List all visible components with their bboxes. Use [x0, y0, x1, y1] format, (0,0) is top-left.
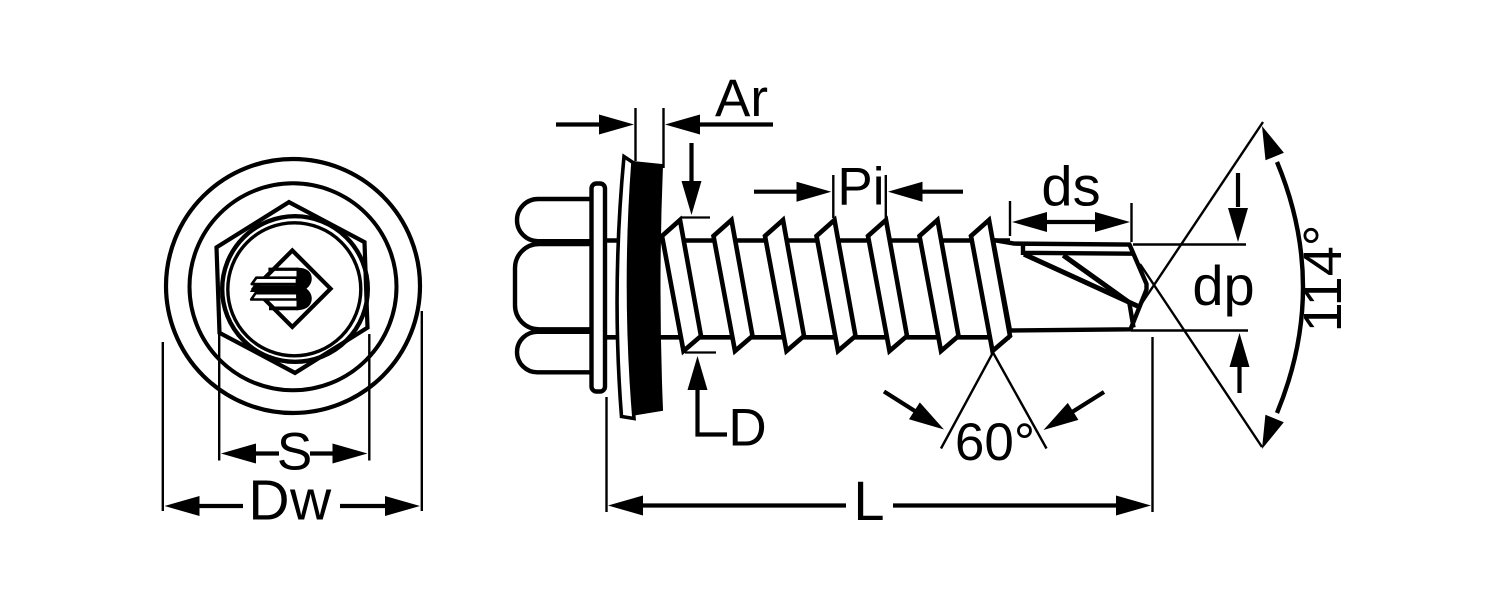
svg-text:D: D	[728, 399, 766, 458]
svg-text:S: S	[277, 423, 312, 482]
svg-text:Dw: Dw	[248, 469, 332, 533]
svg-text:Pi: Pi	[837, 158, 884, 217]
svg-text:ds: ds	[1041, 155, 1100, 218]
svg-text:114°: 114°	[1293, 225, 1353, 333]
svg-text:Ar: Ar	[715, 69, 768, 128]
svg-text:L: L	[853, 469, 884, 532]
svg-text:dp: dp	[1192, 254, 1254, 317]
svg-text:60°: 60°	[955, 413, 1035, 472]
